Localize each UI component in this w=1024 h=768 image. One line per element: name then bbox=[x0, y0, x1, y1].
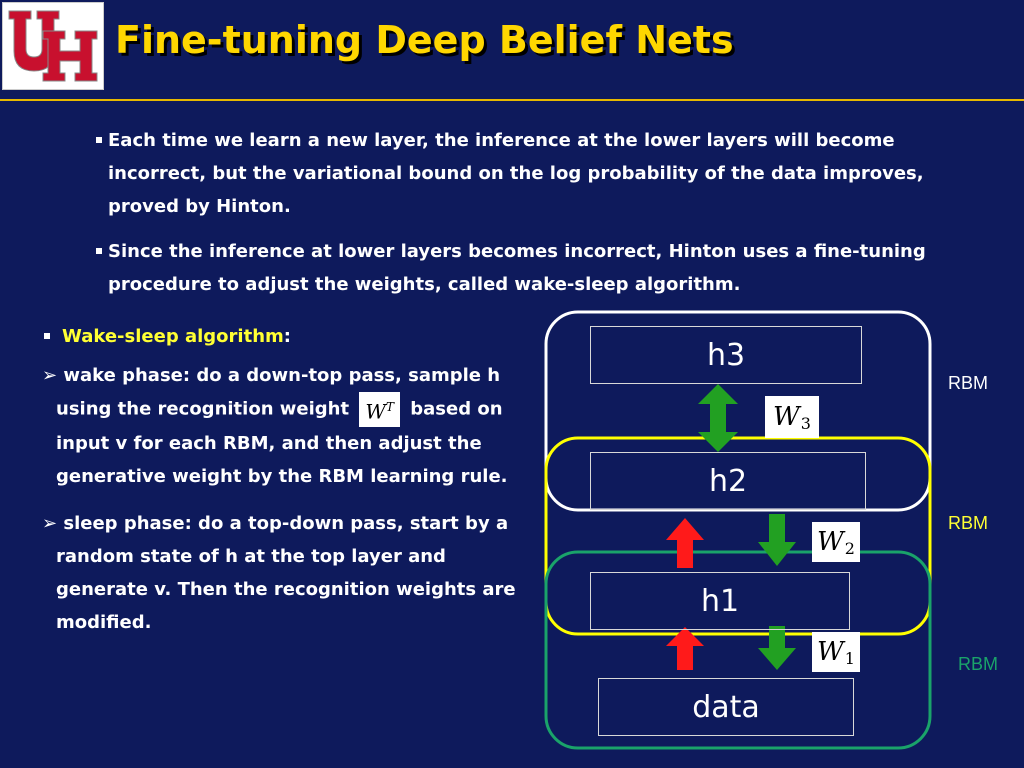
bullet-square-icon bbox=[96, 248, 102, 254]
math-superscript: T bbox=[385, 400, 394, 414]
rbm-label-bottom: RBM bbox=[958, 654, 998, 674]
uh-logo-icon bbox=[8, 10, 98, 82]
wake-phase-text-b: based on input v for each RBM, and then … bbox=[56, 398, 508, 487]
weight-sub: 2 bbox=[844, 538, 855, 558]
bullet-text: Each time we learn a new layer, the infe… bbox=[108, 130, 924, 217]
weight-base: W bbox=[817, 637, 844, 667]
rbm-outline-top bbox=[544, 310, 932, 512]
bullet-square-icon bbox=[44, 333, 50, 339]
rbm-label-top: RBM bbox=[948, 373, 988, 393]
layer-h1: h1 bbox=[590, 572, 850, 630]
bullet-item: Since the inference at lower layers beco… bbox=[96, 235, 926, 301]
wake-phase-item: ➢ wake phase: do a down-top pass, sample… bbox=[42, 359, 517, 493]
sleep-phase-text: sleep phase: do a top-down pass, start b… bbox=[56, 512, 516, 633]
wake-sleep-title: Wake-sleep algorithm bbox=[62, 326, 284, 347]
down-arrow-icon bbox=[758, 514, 796, 566]
up-arrow-icon bbox=[666, 518, 704, 568]
top-bullet-list: Each time we learn a new layer, the infe… bbox=[96, 124, 926, 313]
slide-title: Fine-tuning Deep Belief Nets bbox=[115, 18, 734, 62]
arrow-bullet-icon: ➢ bbox=[42, 365, 58, 386]
bullet-square-icon bbox=[96, 137, 102, 143]
weight-base: W bbox=[817, 527, 844, 557]
wake-sleep-section: Wake-sleep algorithm: ➢ wake phase: do a… bbox=[42, 320, 517, 653]
weight-sub: 3 bbox=[800, 413, 811, 433]
layer-h3: h3 bbox=[590, 326, 862, 384]
bullet-text: Since the inference at lower layers beco… bbox=[108, 241, 926, 295]
layer-data: data bbox=[598, 678, 854, 736]
rbm-label-middle: RBM bbox=[948, 513, 988, 533]
sleep-phase-item: ➢ sleep phase: do a top-down pass, start… bbox=[42, 507, 517, 639]
title-divider bbox=[0, 99, 1024, 101]
recognition-weight-formula: WT bbox=[359, 392, 400, 427]
arrow-bullet-icon: ➢ bbox=[42, 512, 58, 534]
weight-base: W bbox=[773, 402, 800, 432]
rbm-outline-bottom bbox=[544, 550, 932, 750]
down-arrow-icon bbox=[758, 626, 796, 670]
bidirectional-arrow-icon bbox=[698, 384, 738, 452]
math-base: W bbox=[365, 399, 386, 424]
up-arrow-icon bbox=[666, 627, 704, 670]
bullet-item: Each time we learn a new layer, the infe… bbox=[96, 124, 926, 223]
wake-sleep-heading: Wake-sleep algorithm: bbox=[42, 320, 517, 353]
wake-phase-text-a: wake phase: do a down-top pass, sample h… bbox=[56, 365, 501, 420]
heading-colon: : bbox=[283, 326, 291, 347]
university-logo bbox=[2, 2, 104, 90]
layer-h2: h2 bbox=[590, 452, 866, 510]
weight-sub: 1 bbox=[844, 648, 855, 668]
rbm-outline-middle bbox=[544, 436, 932, 636]
